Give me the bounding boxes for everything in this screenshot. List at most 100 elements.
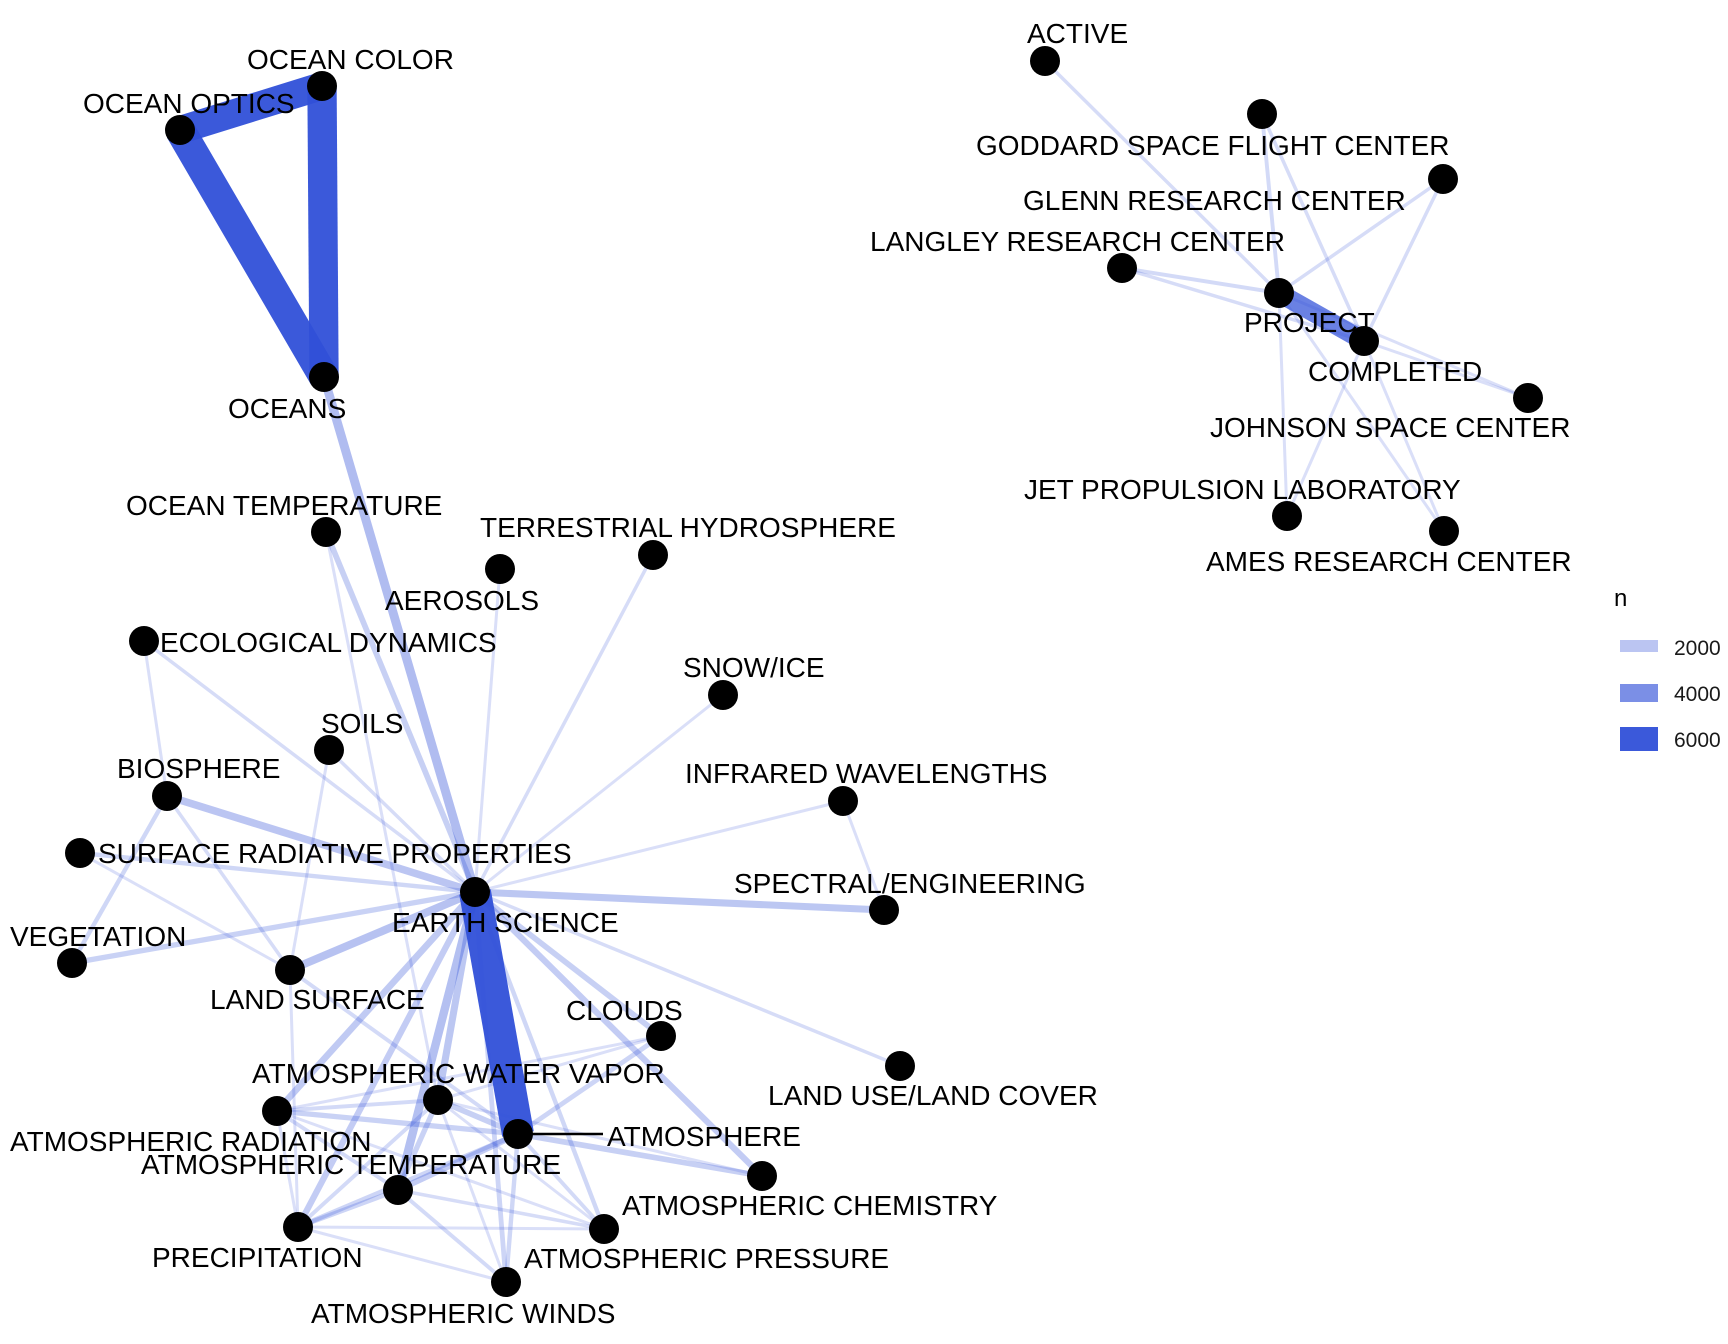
edge-precipitation--atmospheric-water-vapor [296, 1098, 440, 1229]
edge-ames-research-center--project [1277, 292, 1446, 532]
edge-biosphere--ecological-dynamics [142, 640, 169, 797]
edge-atmospheric-temperature--atmospheric-radiation [275, 1109, 400, 1192]
node-atmospheric-pressure [589, 1214, 619, 1244]
nodes-layer [57, 46, 1543, 1297]
node-ocean-temperature [311, 517, 341, 547]
edge-clouds--atmosphere [516, 1034, 663, 1136]
node-label-ocean-color: OCEAN COLOR [247, 44, 454, 75]
edge-ocean-color--oceans [307, 85, 339, 378]
edge-goddard-space-flight-center--project [1260, 113, 1281, 294]
node-oceans [309, 362, 339, 392]
legend-label-4000: 4000 [1674, 683, 1721, 706]
edge-earth-science--atmosphere [459, 889, 534, 1137]
node-label-infrared-wavelengths: INFRARED WAVELENGTHS [685, 758, 1047, 789]
edge-atmospheric-winds--atmospheric-water-vapor [436, 1099, 508, 1283]
node-label-land-use-land-cover: LAND USE/LAND COVER [768, 1080, 1098, 1111]
node-label-langley-research-center: LANGLEY RESEARCH CENTER [870, 226, 1285, 257]
node-label-ames-research-center: AMES RESEARCH CENTER [1206, 546, 1572, 577]
node-label-goddard-space-flight-center: GODDARD SPACE FLIGHT CENTER [976, 130, 1449, 161]
edge-atmospheric-chemistry--atmospheric-water-vapor [437, 1098, 763, 1178]
edge-ocean-temperature--atmospheric-water-vapor [324, 531, 440, 1101]
edge-atmospheric-temperature--atmospheric-water-vapor [395, 1098, 441, 1192]
edge-earth-science--aerosols [473, 568, 502, 893]
node-label-surface-radiative-properties: SURFACE RADIATIVE PROPERTIES [98, 838, 572, 869]
edge-atmospheric-radiation--atmosphere [276, 1108, 519, 1137]
node-label-atmosphere: ATMOSPHERE [607, 1121, 801, 1152]
edge-infrared-wavelengths--spectral-engineering [841, 800, 886, 911]
node-surface-radiative-properties [65, 838, 95, 868]
edge-ames-research-center--completed [1362, 340, 1446, 532]
edge-ocean-temperature--earth-science [323, 530, 478, 894]
legend: n 2000 4000 6000 [1614, 585, 1721, 752]
edge-atmospheric-temperature--atmosphere [396, 1131, 520, 1193]
node-johnson-space-center [1513, 383, 1543, 413]
node-project [1264, 278, 1294, 308]
edge-oceans--earth-science [319, 375, 480, 894]
edge-active--project [1043, 59, 1281, 295]
edge-atmospheric-temperature--precipitation [297, 1187, 399, 1230]
node-ames-research-center [1429, 516, 1459, 546]
node-ecological-dynamics [129, 626, 159, 656]
edge-glenn-research-center--completed [1362, 178, 1445, 342]
node-label-ocean-optics: OCEAN OPTICS [83, 88, 295, 119]
edge-langley-research-center--project [1121, 266, 1280, 295]
node-label-vegetation: VEGETATION [10, 921, 186, 952]
edge-atmospheric-radiation--atmospheric-pressure [276, 1109, 605, 1231]
node-glenn-research-center [1428, 164, 1458, 194]
edge-earth-science--infrared-wavelengths [474, 799, 844, 894]
edge-atmospheric-radiation--atmospheric-water-vapor [276, 1098, 439, 1113]
edge-glenn-research-center--project [1278, 177, 1444, 295]
node-label-terrestrial-hydrosphere: TERRESTRIAL HYDROSPHERE [480, 512, 896, 543]
node-clouds [646, 1021, 676, 1051]
node-label-atmospheric-chemistry: ATMOSPHERIC CHEMISTRY [622, 1190, 998, 1221]
node-label-ecological-dynamics: ECOLOGICAL DYNAMICS [160, 627, 497, 658]
node-label-precipitation: PRECIPITATION [152, 1242, 363, 1273]
node-goddard-space-flight-center [1247, 99, 1277, 129]
edge-atmospheric-pressure--atmospheric-water-vapor [437, 1098, 605, 1231]
node-earth-science [460, 877, 490, 907]
node-label-project: PROJECT [1244, 307, 1375, 338]
node-label-clouds: CLOUDS [566, 995, 683, 1026]
node-label-earth-science: EARTH SCIENCE [392, 907, 619, 938]
node-label-atmospheric-winds: ATMOSPHERIC WINDS [311, 1298, 615, 1329]
node-label-snow-ice: SNOW/ICE [683, 652, 825, 683]
node-spectral-engineering [869, 895, 899, 925]
legend-label-2000: 2000 [1674, 637, 1721, 660]
edge-land-surface--atmosphere [288, 968, 520, 1136]
edge-precipitation--atmospheric-winds [297, 1225, 507, 1284]
node-label-aerosols: AEROSOLS [385, 585, 539, 616]
edge-jet-propulsion-laboratory--completed [1285, 340, 1366, 517]
edge-precipitation--land-surface [288, 969, 300, 1228]
edge-earth-science--land-use-land-cover [474, 890, 901, 1068]
node-label-soils: SOILS [321, 708, 403, 739]
edge-surface-radiative-properties--land-surface [79, 851, 291, 972]
node-label-ocean-temperature: OCEAN TEMPERATURE [126, 490, 442, 521]
edge-earth-science--atmospheric-radiation [274, 889, 478, 1114]
edge-earth-science--snow-ice [474, 693, 724, 894]
edge-earth-science--vegetation [71, 889, 476, 966]
node-label-atmospheric-pressure: ATMOSPHERIC PRESSURE [524, 1243, 889, 1274]
node-vegetation [57, 948, 87, 978]
node-atmospheric-radiation [262, 1096, 292, 1126]
node-label-active: ACTIVE [1027, 18, 1128, 49]
edge-jet-propulsion-laboratory--project [1277, 292, 1289, 517]
edge-biosphere--land-surface [165, 794, 292, 972]
legend-key-2000 [1620, 640, 1658, 652]
edge-earth-science--soils [327, 748, 477, 894]
node-label-land-surface: LAND SURFACE [210, 984, 425, 1015]
node-label-spectral-engineering: SPECTRAL/ENGINEERING [734, 868, 1086, 899]
node-atmospheric-temperature [383, 1175, 413, 1205]
node-biosphere [152, 781, 182, 811]
edge-biosphere--earth-science [165, 792, 477, 896]
node-label-biosphere: BIOSPHERE [117, 753, 280, 784]
edge-earth-science--spectral-engineering [474, 888, 885, 914]
legend-label-6000: 6000 [1674, 729, 1721, 752]
node-label-oceans: OCEANS [228, 393, 346, 424]
node-land-surface [275, 955, 305, 985]
node-infrared-wavelengths [828, 786, 858, 816]
node-label-jet-propulsion-laboratory: JET PROPULSION LABORATORY [1024, 474, 1461, 505]
edge-soils--land-surface [288, 749, 331, 971]
edge-earth-science--atmospheric-temperature [393, 890, 480, 1192]
